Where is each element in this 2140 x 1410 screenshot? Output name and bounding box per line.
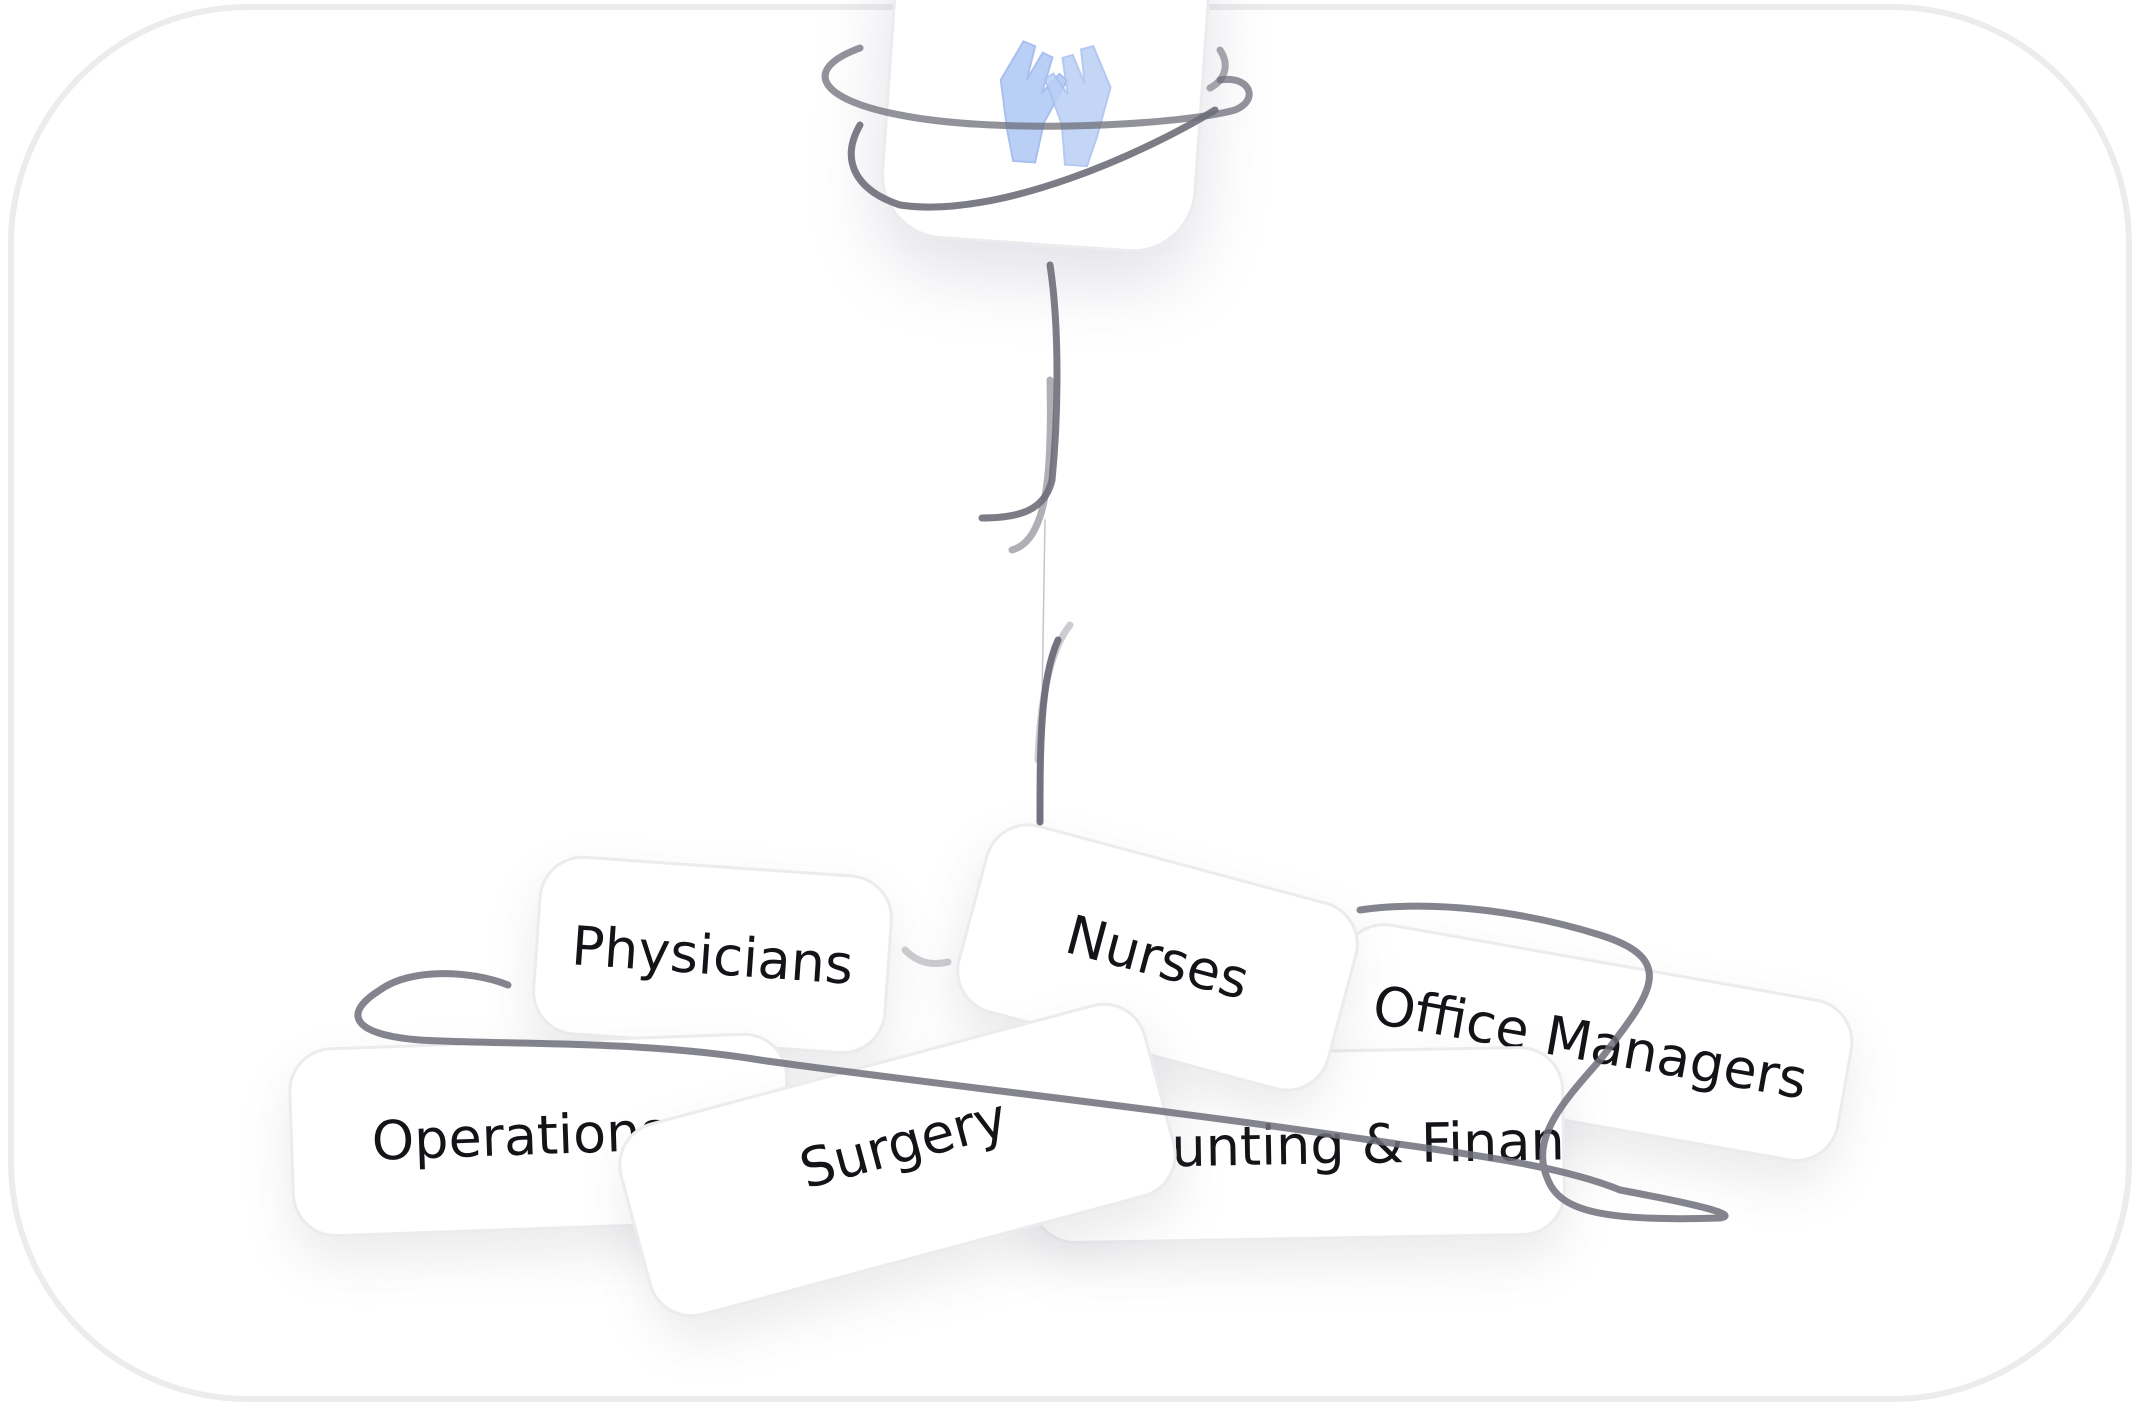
gloves-card[interactable] <box>876 0 1216 257</box>
tag-label: Nurses <box>1059 902 1256 1013</box>
tag-label: Surgery <box>793 1085 1014 1201</box>
medical-gloves-icon <box>999 40 1112 168</box>
tag-label: Physicians <box>569 913 856 997</box>
tag-physicians[interactable]: Physicians <box>529 852 896 1058</box>
